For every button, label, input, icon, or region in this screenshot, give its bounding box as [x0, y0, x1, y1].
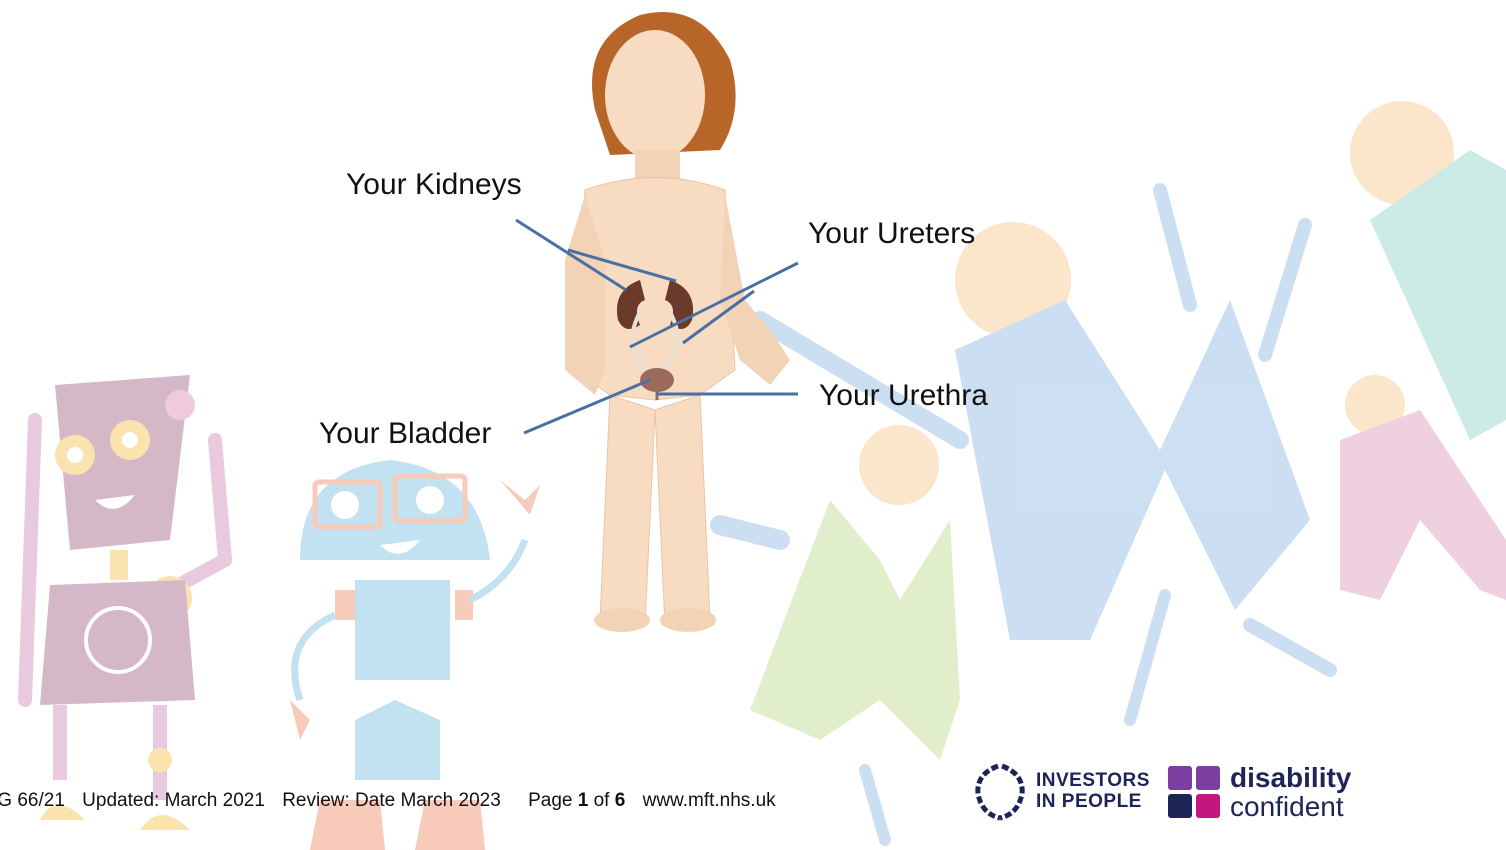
footer-page-current: 1 — [578, 790, 589, 811]
investors-line1: INVESTORS — [1036, 770, 1150, 791]
page-footer: IG 66/21 Updated: March 2021 Review: Dat… — [0, 790, 776, 820]
robot-purple-illustration — [25, 375, 225, 830]
label-bladder: Your Bladder — [319, 417, 491, 451]
tick-icon — [1196, 766, 1220, 790]
footer-ref: IG 66/21 — [0, 790, 65, 811]
footer-review: Review: Date March 2023 — [282, 790, 501, 811]
person-icon — [1196, 794, 1220, 818]
footer-page-total: 6 — [615, 790, 626, 811]
label-ureters: Your Ureters — [808, 217, 975, 251]
investors-in-people-logo: INVESTORS IN PEOPLE — [970, 762, 1150, 822]
investors-line2: IN PEOPLE — [1036, 791, 1150, 812]
investors-in-people-text: INVESTORS IN PEOPLE — [1036, 770, 1150, 812]
decorative-shapes — [720, 101, 1506, 840]
footer-page-prefix: Page — [528, 790, 572, 811]
disability-text: disability — [1230, 762, 1351, 794]
label-kidneys: Your Kidneys — [346, 168, 522, 202]
footer-website: www.mft.nhs.uk — [643, 790, 776, 811]
people-icon — [1168, 766, 1192, 790]
disability-confident-logo: disability confident — [1166, 762, 1346, 822]
footer-page-of: of — [594, 790, 610, 811]
label-urethra: Your Urethra — [819, 379, 988, 413]
confident-text: confident — [1230, 791, 1344, 823]
footer-updated: Updated: March 2021 — [82, 790, 265, 811]
lock-icon — [1168, 794, 1192, 818]
